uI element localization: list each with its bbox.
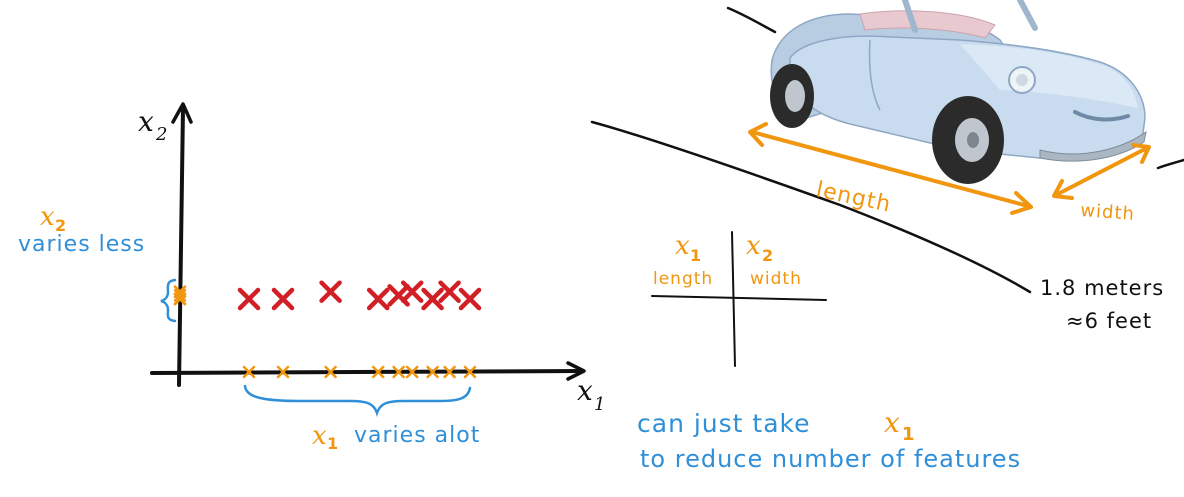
length-arrow (748, 122, 1033, 215)
x1-projection-mark (392, 365, 405, 379)
table-vertical-line (731, 231, 736, 367)
x-axis-label: x (577, 374, 593, 407)
x2-label-sub: 2 (55, 216, 67, 235)
table-col2-sub: 2 (762, 246, 774, 265)
data-points (237, 280, 482, 311)
conclusion-line1-sub: 1 (902, 424, 916, 445)
x2-label-var: x (40, 202, 55, 232)
car-scene: length width 1.8 meters ≈6 feet (590, 0, 1184, 333)
table-col2-name: width (750, 269, 802, 289)
car-front-hub-center (967, 132, 979, 148)
measure-meters: 1.8 meters (1040, 276, 1164, 300)
table-col1-name: length (653, 269, 713, 289)
x1-projection-mark (405, 365, 419, 379)
x1-projection-mark (426, 365, 439, 379)
y-axis (177, 106, 185, 387)
table-horizontal-line (651, 295, 827, 301)
y-axis-label-subscript: 2 (155, 124, 167, 145)
conclusion-line1-prefix: can just take (637, 409, 811, 438)
x2-projection-mark (173, 292, 187, 306)
x2-projections (173, 285, 187, 306)
x1-projection-mark (463, 365, 477, 379)
car-windshield (902, 0, 1038, 33)
scatter-plot: x 2 x 1 x 2 varies less x 1 varies alot (18, 102, 605, 453)
x-axis (150, 369, 584, 375)
car-grille (1073, 110, 1130, 122)
table-col2-var: x (746, 231, 761, 261)
x1-projection-mark (242, 365, 256, 379)
data-point (366, 287, 390, 311)
car-rear-hub (785, 80, 805, 112)
x1-spread-brace (243, 384, 472, 417)
x-axis-label-subscript: 1 (594, 394, 605, 415)
y-axis-label: x (138, 105, 154, 138)
ground-line-bottom (590, 120, 1032, 294)
car-bumper (1039, 130, 1147, 162)
ground-line-right (1156, 158, 1184, 170)
car-hood (960, 44, 1138, 108)
x2-projection-mark (173, 289, 187, 302)
x-axis-arrow (566, 361, 586, 381)
x1-label-var: x (312, 421, 327, 451)
measure-feet: ≈6 feet (1066, 309, 1152, 333)
car-image (770, 0, 1147, 184)
x1-projection-mark (324, 365, 337, 379)
data-point (237, 287, 261, 311)
width-label: width (1080, 200, 1136, 225)
x1-projection-mark (371, 365, 385, 379)
data-point (458, 287, 482, 311)
feature-table: x 1 length x 2 width (651, 231, 827, 367)
data-point (421, 287, 444, 311)
width-arrow (1052, 143, 1151, 200)
conclusion-line1-var: x (884, 406, 900, 439)
conclusion-note: can just take x 1 to reduce number of fe… (637, 406, 1021, 473)
table-col1-sub: 1 (690, 246, 702, 265)
data-point (271, 287, 295, 311)
data-point (438, 280, 461, 303)
x1-projection-mark (443, 365, 456, 379)
x1-projections (242, 365, 477, 379)
car-headlight-inner (1016, 74, 1028, 86)
x1-projection-mark (276, 365, 290, 379)
data-point (319, 280, 342, 303)
ground-line-top (726, 6, 777, 34)
x2-spread-brace (160, 278, 177, 323)
conclusion-line2: to reduce number of features (640, 445, 1021, 473)
x2-varies-text: varies less (18, 232, 145, 257)
y-axis-arrow (171, 102, 193, 124)
car-door-line (868, 39, 881, 111)
car-interior (859, 10, 996, 39)
data-point (400, 280, 424, 303)
table-col1-var: x (675, 231, 690, 261)
length-label: length (814, 177, 894, 217)
x1-varies-text: varies alot (354, 423, 480, 448)
x1-label-sub: 1 (327, 434, 339, 453)
